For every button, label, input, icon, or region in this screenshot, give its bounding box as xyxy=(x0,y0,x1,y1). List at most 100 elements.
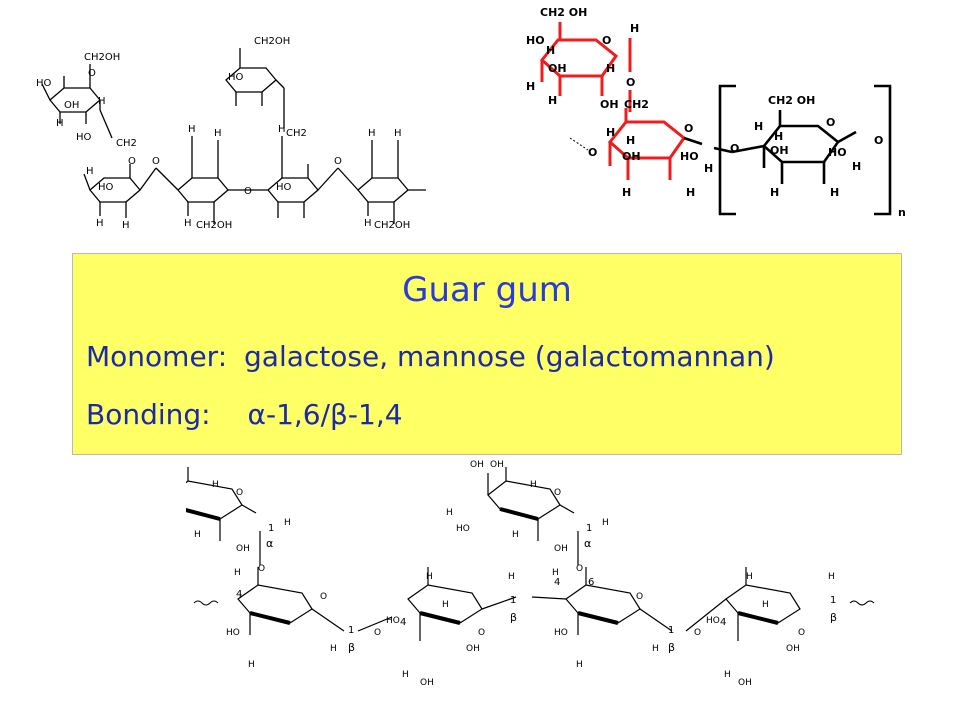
oxygen-label: O xyxy=(554,488,561,498)
group-label: CH2 xyxy=(286,128,307,139)
group-label: CH2OH xyxy=(84,52,120,63)
chain-wavy-right xyxy=(849,600,875,606)
hydroxyl-label: HO xyxy=(680,150,699,163)
hydroxyl-label: OH xyxy=(64,100,79,111)
bonding-end: -1,4 xyxy=(347,398,403,431)
beta-label: β xyxy=(348,641,355,654)
hydroxyl-label: HO xyxy=(276,182,292,193)
chair-chain-diagram: OH OH OH OH HO HO OH OH HO HO HO HO OH O… xyxy=(186,460,875,688)
oxygen-label: O xyxy=(798,628,805,638)
main-ring-2 xyxy=(177,177,229,203)
hydrogen-label: H xyxy=(442,600,449,610)
bonding-beta: β xyxy=(330,398,348,431)
hydroxyl-label: OH xyxy=(786,644,800,654)
hydrogen-label: H xyxy=(576,660,583,670)
hydrogen-label: H xyxy=(508,572,515,582)
hydrogen-label: H xyxy=(548,94,557,107)
hydroxyl-label: HO xyxy=(76,132,92,143)
hydrogen-label: H xyxy=(212,480,219,490)
group-label: CH2 OH xyxy=(540,6,587,19)
alpha-label: α xyxy=(266,537,273,550)
hydroxyl-label: HO xyxy=(828,146,847,159)
oxygen-label: O xyxy=(694,628,701,638)
position-label: 4 xyxy=(400,617,406,628)
hydrogen-label: H xyxy=(446,508,453,518)
hydroxyl-label: HO xyxy=(36,78,52,89)
hydroxyl-label: OH xyxy=(548,62,567,75)
oxygen-label: O xyxy=(236,488,243,498)
hydrogen-label: H xyxy=(746,572,753,582)
hydroxyl-label: OH xyxy=(622,150,641,163)
hydrogen-label: H xyxy=(546,44,555,57)
oxygen-label: O xyxy=(684,122,693,135)
hydroxyl-label: OH xyxy=(554,544,568,554)
hydroxyl-label: HO xyxy=(226,628,240,638)
hydrogen-label: H xyxy=(184,218,192,229)
hydrogen-label: H xyxy=(402,670,409,680)
beta-label: β xyxy=(668,641,675,654)
hydrogen-label: H xyxy=(686,186,695,199)
oxygen-label: O xyxy=(602,34,611,47)
oxygen-label: O xyxy=(626,76,635,89)
position-label: 1 xyxy=(586,523,592,534)
hydroxyl-label: HO xyxy=(456,524,470,534)
beta-label: β xyxy=(510,611,517,624)
position-label: 1 xyxy=(830,595,836,606)
position-label: 4 xyxy=(720,617,726,628)
bonding-alpha: α xyxy=(247,398,266,431)
oxygen-label: O xyxy=(374,628,381,638)
hydrogen-label: H xyxy=(96,218,104,229)
oxygen-label: O xyxy=(478,628,485,638)
oxygen-label: O xyxy=(320,592,327,602)
alpha-label: α xyxy=(584,537,591,550)
hydrogen-label: H xyxy=(770,186,779,199)
hydrogen-label: H xyxy=(652,644,659,654)
hydroxyl-label: OH xyxy=(600,98,619,111)
hydrogen-label: H xyxy=(56,118,64,129)
hydroxyl-label: HO xyxy=(554,628,568,638)
repeat-bracket-left xyxy=(718,84,736,216)
hydrogen-label: H xyxy=(852,160,861,173)
group-label: CH2 OH xyxy=(768,94,815,107)
hydrogen-label: H xyxy=(724,670,731,680)
hydrogen-label: H xyxy=(426,572,433,582)
info-box: Guar gum Monomer: galactose, mannose (ga… xyxy=(72,253,902,455)
hydroxyl-label: HO xyxy=(706,616,720,626)
hydrogen-label: H xyxy=(552,568,559,578)
oxygen-label: O xyxy=(730,142,739,155)
hydrogen-label: H xyxy=(278,124,286,135)
hydrogen-label: H xyxy=(122,220,130,231)
hydrogen-label: H xyxy=(828,572,835,582)
hydroxyl-label: HO xyxy=(526,34,545,47)
position-label: 6 xyxy=(588,577,594,588)
oxygen-label: O xyxy=(588,146,597,159)
oxygen-label: O xyxy=(128,156,136,167)
hydrogen-label: H xyxy=(830,186,839,199)
position-label: 4 xyxy=(554,577,560,588)
hydrogen-label: H xyxy=(630,22,639,35)
hydroxyl-label: HO xyxy=(228,72,244,83)
hydroxyl-label: OH xyxy=(738,678,752,688)
hydrogen-label: H xyxy=(98,96,106,107)
oxygen-label: O xyxy=(244,186,252,197)
hydroxyl-label: HO xyxy=(98,182,114,193)
hydrogen-label: H xyxy=(284,518,291,528)
hydroxyl-label: OH xyxy=(770,144,789,157)
chain-wavy-left xyxy=(193,600,219,606)
hydrogen-label: H xyxy=(526,80,535,93)
bonding-line: Bonding: α-1,6/β-1,4 xyxy=(86,398,403,431)
oxygen-label: O xyxy=(88,68,96,79)
oxygen-label: O xyxy=(636,592,643,602)
group-label: CH2 xyxy=(624,98,649,111)
haworth-chain-diagram: CH2OH CH2 CH2OH CH2 CH2OH CH2OH O O O O … xyxy=(36,36,426,231)
hydrogen-label: H xyxy=(704,162,713,175)
hydrogen-label: H xyxy=(188,124,196,135)
main-ring-4 xyxy=(357,177,409,203)
oxygen-label: O xyxy=(826,116,835,129)
hydrogen-label: H xyxy=(602,518,609,528)
monomer-label: Monomer: xyxy=(86,340,228,373)
oxygen-label: O xyxy=(258,564,265,574)
position-label: 1 xyxy=(668,625,674,636)
position-label: 1 xyxy=(510,595,516,606)
hydrogen-label: H xyxy=(774,130,783,143)
